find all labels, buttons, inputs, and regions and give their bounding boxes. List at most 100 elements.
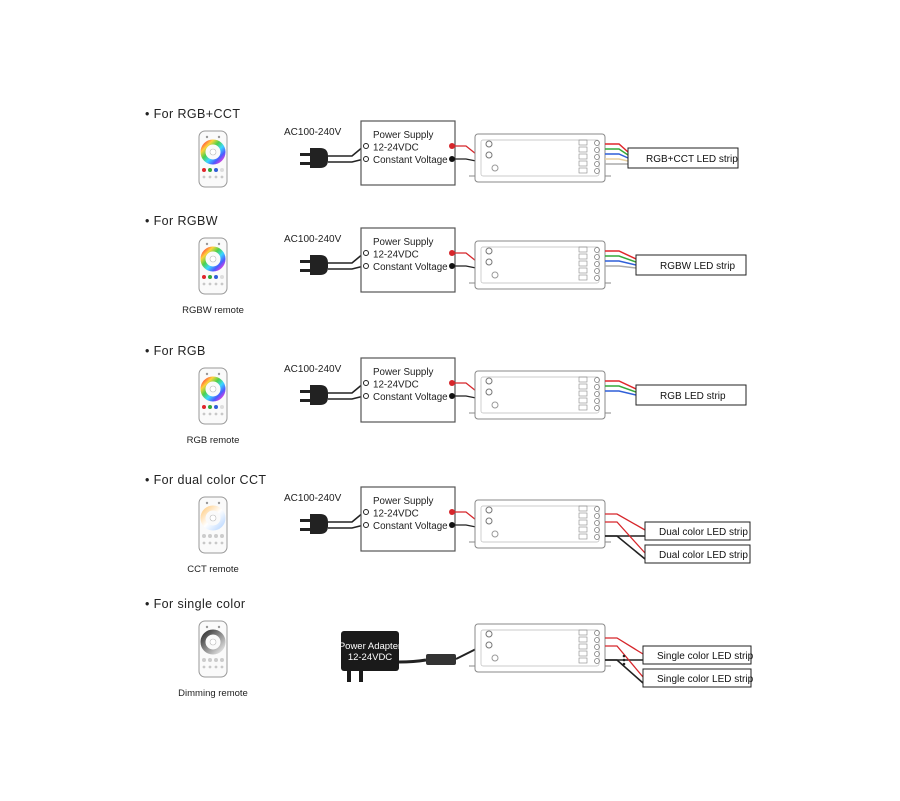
plug-prong	[300, 519, 310, 522]
remote-key	[220, 175, 224, 179]
ac-wire	[328, 395, 365, 400]
terminal-icon	[485, 151, 493, 159]
remote-dot	[205, 625, 209, 629]
output-screw	[594, 168, 600, 174]
color-wheel-icon	[200, 139, 226, 165]
power-supply-text: Power Supply	[373, 496, 434, 507]
output-terminal	[578, 253, 588, 260]
led-strip-box	[642, 645, 752, 665]
output-terminal	[578, 139, 588, 146]
dc-positive-terminal	[449, 250, 455, 256]
ac-terminal	[363, 156, 369, 162]
output-wire	[605, 535, 646, 560]
output-terminal	[578, 160, 588, 167]
button-icon	[491, 530, 499, 538]
output-screw	[594, 405, 600, 411]
controller-case	[474, 623, 606, 673]
remote-control	[198, 237, 228, 295]
output-screw	[594, 261, 600, 267]
output-wire	[605, 143, 629, 153]
power-supply-text: Power Supply	[373, 237, 434, 248]
ac-wire	[328, 524, 365, 529]
adapter-prong	[347, 671, 351, 682]
dc-negative-terminal	[449, 263, 455, 269]
led-controller	[469, 133, 611, 183]
output-screw	[594, 377, 600, 383]
output-screw	[594, 275, 600, 281]
output-screw	[594, 247, 600, 253]
remote-key	[214, 534, 218, 538]
remote-key	[220, 405, 224, 409]
led-strip-label: Single color LED strip	[657, 674, 754, 685]
controller-case	[474, 370, 606, 420]
remote-key	[208, 665, 212, 669]
dc-wire	[455, 524, 477, 528]
plug-body	[310, 255, 328, 275]
output-wire	[605, 153, 629, 159]
output-wire	[605, 645, 644, 678]
remote-dot	[205, 135, 209, 139]
button-icon	[491, 401, 499, 409]
output-screw	[594, 644, 600, 650]
led-controller	[469, 623, 611, 673]
output-wire	[605, 380, 637, 390]
plug-body	[310, 148, 328, 168]
terminal-icon	[485, 506, 493, 514]
adapter-cable	[398, 658, 427, 664]
output-terminal	[578, 167, 588, 174]
output-screw	[594, 161, 600, 167]
output-terminal	[578, 390, 588, 397]
output-terminal	[578, 526, 588, 533]
led-strip-box	[635, 254, 747, 276]
remote-key	[220, 412, 224, 416]
adapter-text: Power Adapter	[339, 641, 401, 652]
plug-icon	[300, 148, 328, 168]
wheel-center	[209, 638, 217, 646]
input-voltage-label: AC100-240V	[284, 127, 342, 138]
output-screw	[594, 527, 600, 533]
section-title: • For RGBW	[145, 214, 218, 228]
output-terminal	[578, 376, 588, 383]
plug-prong	[300, 269, 310, 272]
output-terminal	[578, 636, 588, 643]
input-voltage-label: AC100-240V	[284, 234, 342, 245]
dc-positive-terminal	[449, 509, 455, 515]
output-screw	[594, 658, 600, 664]
remote-key	[202, 175, 206, 179]
remote-label: RGB remote	[187, 435, 240, 446]
output-screw	[594, 513, 600, 519]
remote-key	[214, 282, 218, 286]
output-terminal	[578, 397, 588, 404]
controller-case	[474, 240, 606, 290]
output-wire	[605, 390, 637, 396]
remote-dot	[217, 501, 221, 505]
plug-body	[310, 514, 328, 534]
remote-key	[214, 405, 218, 409]
output-screw	[594, 506, 600, 512]
remote-dot	[205, 242, 209, 246]
ac-terminal	[363, 380, 369, 386]
remote-key	[202, 412, 206, 416]
dc-wire	[455, 648, 477, 660]
output-terminal	[578, 512, 588, 519]
dc-positive-terminal	[449, 143, 455, 149]
output-terminal	[578, 267, 588, 274]
wheel-center	[209, 514, 217, 522]
plug-prong	[300, 153, 310, 156]
controller-case	[474, 133, 606, 183]
output-wire	[605, 148, 629, 156]
remote-control	[198, 367, 228, 425]
led-strip-label: RGB+CCT LED strip	[646, 154, 738, 165]
color-wheel-icon	[200, 505, 226, 531]
output-terminal	[578, 657, 588, 664]
continuation-dots	[622, 658, 626, 662]
led-strip-box	[627, 147, 739, 169]
controller-case	[474, 499, 606, 549]
power-supply-box	[360, 357, 456, 423]
led-controller	[469, 240, 611, 290]
color-wheel-icon	[200, 246, 226, 272]
